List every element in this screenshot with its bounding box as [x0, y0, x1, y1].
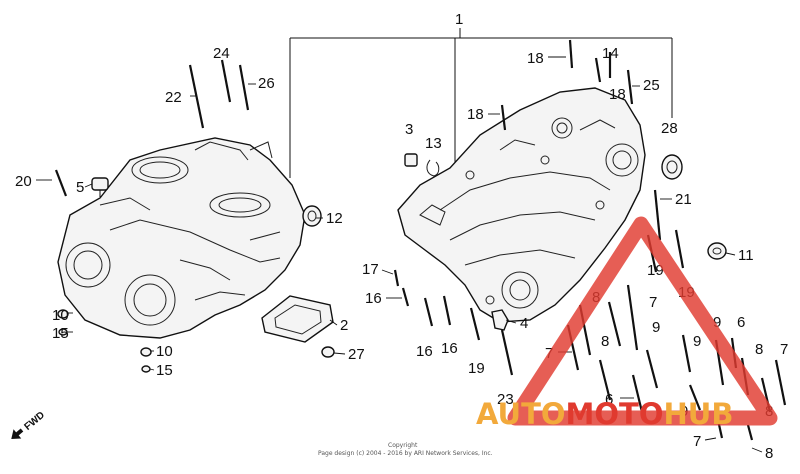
bracket-4	[491, 309, 509, 331]
fwd-arrow: FWD	[11, 410, 47, 439]
callout-16c: 16	[441, 340, 458, 357]
callout-12: 12	[326, 210, 343, 227]
watermark-part-hub: HUB	[664, 397, 734, 431]
callout-15b: 15	[156, 362, 173, 379]
callout-16b: 16	[416, 343, 433, 360]
callout-26: 26	[258, 75, 275, 92]
arrow-icon	[11, 428, 24, 439]
callout-13: 13	[425, 135, 442, 152]
watermark-text: AUTOMOTOHUB	[476, 397, 733, 431]
callout-19a: 19	[468, 360, 485, 377]
callout-10b: 10	[156, 343, 173, 360]
parts-3-13	[404, 153, 440, 177]
callout-17: 17	[362, 261, 379, 278]
watermark: AUTOMOTOHUB	[476, 216, 778, 431]
callout-21: 21	[675, 191, 692, 208]
grommet-11	[707, 242, 727, 260]
callout-2: 2	[340, 317, 348, 334]
callout-3: 3	[405, 121, 413, 138]
washers-10-15	[57, 309, 152, 373]
lower-crankcase	[397, 87, 646, 323]
watermark-part-moto: MOTO	[566, 397, 664, 431]
callout-22: 22	[165, 89, 182, 106]
callout-8e: 8	[765, 445, 773, 462]
callout-16a: 16	[365, 290, 382, 307]
watermark-part-auto: AUTO	[476, 397, 566, 431]
callout-25: 25	[643, 77, 660, 94]
seal-28	[661, 154, 683, 180]
callout-11: 11	[738, 247, 754, 264]
callout-18b: 18	[609, 86, 626, 103]
callout-18a: 18	[527, 50, 544, 67]
callout-labels: 1 24 22 26 18 14 18 25 18 28 3 13 20 5 1…	[15, 11, 788, 462]
callout-18c: 18	[467, 106, 484, 123]
callout-7a: 7	[649, 294, 657, 311]
callout-8b: 8	[601, 333, 609, 350]
callout-5: 5	[76, 179, 84, 196]
callout-28: 28	[661, 120, 678, 137]
callout-8c: 8	[755, 341, 763, 358]
callout-6a: 6	[737, 314, 745, 331]
callout-20: 20	[15, 173, 32, 190]
callout-19b: 19	[647, 262, 664, 279]
callout-23: 23	[497, 391, 514, 408]
part-1-bracket	[289, 28, 673, 178]
upper-crankcase	[57, 137, 306, 339]
callout-9a: 9	[652, 319, 660, 336]
callout-7d: 7	[693, 433, 701, 450]
copyright-line-1: Copyright	[388, 442, 418, 449]
callout-27: 27	[348, 346, 365, 363]
watermark-triangle-icon	[507, 216, 778, 426]
callout-24: 24	[213, 45, 230, 62]
leader-lines	[36, 56, 763, 453]
callout-9b: 9	[693, 333, 701, 350]
callout-7c: 7	[780, 341, 788, 358]
oil-cover-plate	[261, 295, 334, 343]
washer-27	[321, 346, 335, 358]
fwd-label: FWD	[22, 410, 47, 433]
callout-4: 4	[520, 315, 528, 332]
oil-seal-12	[302, 205, 322, 227]
copyright: Copyright Page design (c) 2004 - 2016 by…	[318, 442, 493, 457]
callout-6b: 6	[605, 391, 613, 408]
callout-1: 1	[455, 11, 463, 28]
callout-10a: 10	[52, 307, 69, 324]
copyright-line-2: Page design (c) 2004 - 2016 by ARI Netwo…	[318, 450, 493, 457]
callout-14: 14	[602, 45, 619, 62]
callout-9c: 9	[713, 314, 721, 331]
callout-15a: 15	[52, 325, 69, 342]
